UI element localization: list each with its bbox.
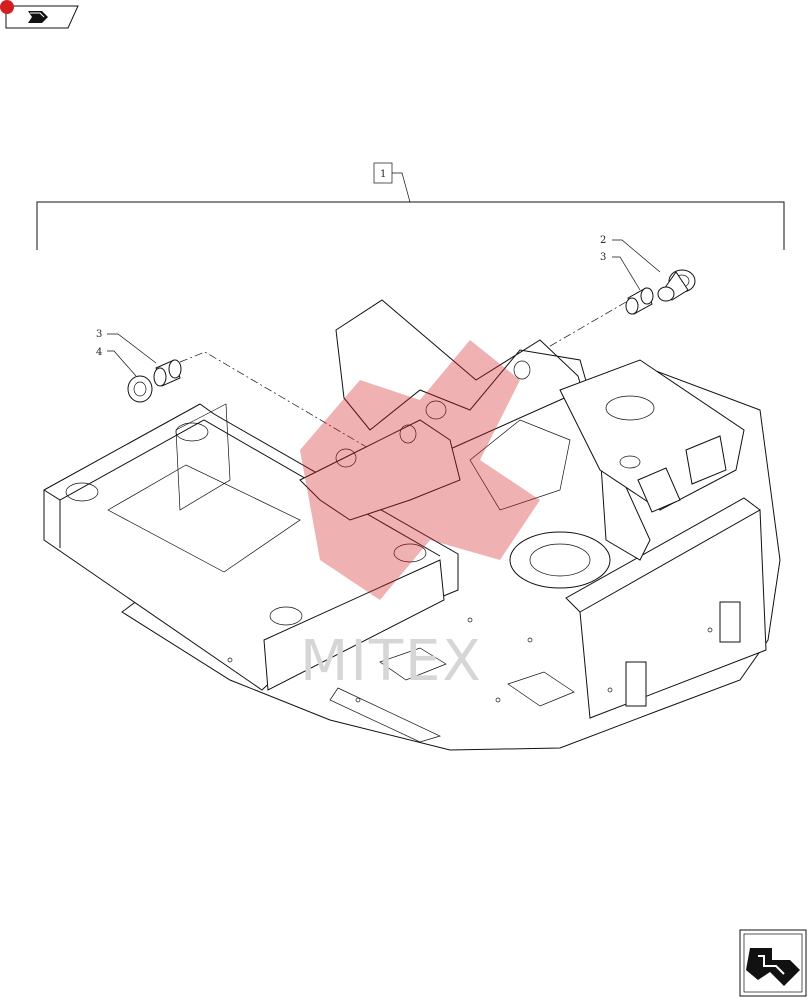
bottom-nav-button[interactable] xyxy=(739,929,807,997)
callout-2-label: 2 xyxy=(600,235,606,246)
next-page-arrow-icon xyxy=(746,948,800,986)
bushing-right-3 xyxy=(625,287,654,315)
upper-frame-assembly xyxy=(43,299,781,751)
callout-group-right: 2 3 xyxy=(600,235,661,291)
callout-3-right-label: 3 xyxy=(600,252,606,263)
next-page-arrow-icon xyxy=(28,11,48,23)
red-corner-dot xyxy=(0,0,14,14)
washer-left-4 xyxy=(127,375,153,403)
callout-1-label: 1 xyxy=(380,169,386,180)
watermark-logo xyxy=(300,340,540,600)
callout-4-label: 4 xyxy=(96,347,102,358)
centerline-right xyxy=(539,301,627,353)
watermark-text: MITEX xyxy=(300,629,483,694)
callout-group-left: 3 4 xyxy=(96,329,157,377)
bushing-right-2 xyxy=(657,269,696,302)
assembly-bracket: 1 xyxy=(36,162,785,250)
bushing-left-3 xyxy=(153,359,182,387)
callout-3-left-label: 3 xyxy=(96,329,102,340)
top-nav-tab[interactable] xyxy=(0,0,79,29)
